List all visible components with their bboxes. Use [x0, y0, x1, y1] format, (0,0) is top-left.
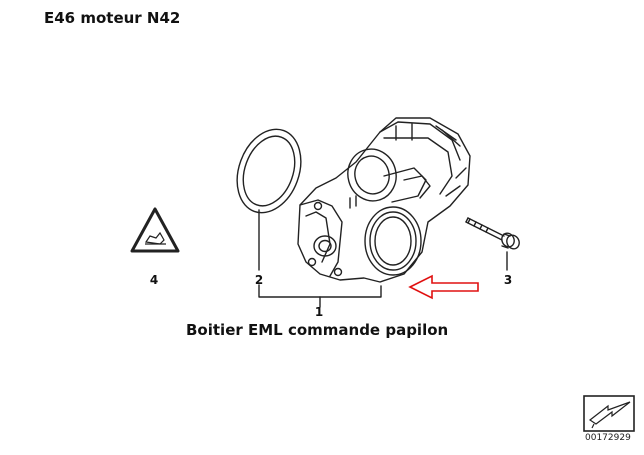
- seal-ring: [236, 128, 302, 214]
- diagram-heading: E46 moteur N42: [44, 9, 181, 27]
- document-number: 00172929: [585, 433, 631, 443]
- highlight-arrow: [408, 274, 479, 300]
- warning-triangle-icon: [130, 207, 180, 253]
- corner-arrow-icon: [583, 395, 635, 432]
- callout-part-1: 1: [314, 305, 324, 319]
- throttle-body: [297, 117, 471, 283]
- callout-part-2: 2: [254, 273, 264, 287]
- leader-lines: [258, 209, 508, 308]
- bolt: [465, 217, 520, 250]
- callout-part-3: 3: [503, 273, 513, 287]
- callout-part-4: 4: [149, 273, 159, 287]
- part-caption: Boitier EML commande papilon: [186, 321, 449, 339]
